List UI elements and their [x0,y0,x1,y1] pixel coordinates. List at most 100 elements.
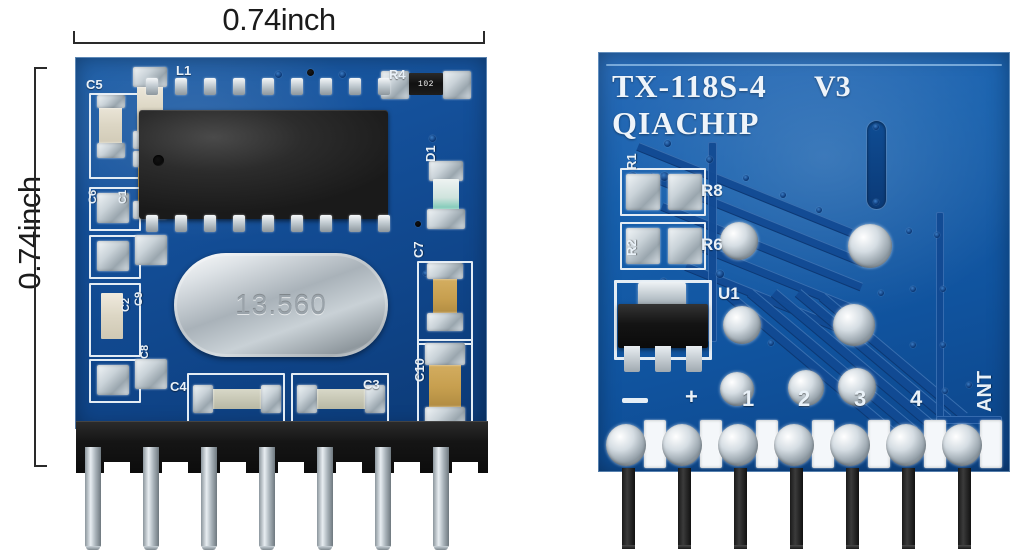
via-back-11 [910,286,916,292]
front-pin-1[interactable] [85,447,101,550]
via-back-4 [780,192,786,198]
solder-blob-6 [788,370,824,406]
ic-leg-top-3 [204,78,216,95]
pad-r1 [626,174,660,210]
encoder-ic [139,110,388,219]
back-pin-2[interactable] [678,468,691,549]
back-pin-5[interactable] [846,468,859,549]
bottom-pad-rect-3 [756,420,778,468]
slot-via-bottom [873,199,879,205]
front-pin-2[interactable] [143,447,159,550]
pad-left-2 [97,241,129,271]
bottom-pad-rect-2 [700,420,722,468]
width-dimension-label: 0.74inch [222,2,336,37]
height-dimension-bracket [34,67,47,467]
ic-leg-bot-4 [233,215,245,232]
ic-leg-bot-9 [378,215,390,232]
bottom-solder-4 [774,424,814,466]
header-notch-5 [336,462,362,474]
front-pin-4[interactable] [259,447,275,550]
via-front-7 [423,271,428,276]
u1-leg-2 [655,346,671,372]
ic-leg-bot-6 [291,215,303,232]
via-back-5 [816,207,822,213]
crystal-oscillator: 13.560 [174,253,388,357]
pad-r8 [668,174,702,210]
width-dimension-bracket [73,31,485,44]
header-notch-1 [104,462,130,474]
pad-c10-top [425,343,465,365]
via-back-9 [906,228,912,234]
ic-leg-top-2 [175,78,187,95]
ic-leg-top-1 [146,78,158,95]
via-back-15 [878,290,884,296]
back-pin-6[interactable] [902,468,915,549]
pad-c5-bottom [97,143,125,158]
via-front-6 [415,221,421,227]
crystal-marking: 13.560 [235,289,327,320]
back-pin-1[interactable] [622,468,635,549]
ic-leg-bot-3 [204,215,216,232]
via-back-3 [743,175,749,181]
solder-blob-2 [848,224,892,268]
bottom-pad-rect-4 [812,420,834,468]
ic-leg-top-4 [233,78,245,95]
header-notch-2 [162,462,188,474]
solder-blob-3 [723,306,761,344]
bottom-solder-7 [942,424,982,466]
ic-leg-bot-1 [146,215,158,232]
pad-c7-bottom [427,313,463,331]
capacitor-c4 [208,389,266,409]
via-back-18 [768,340,774,346]
bottom-solder-6 [886,424,926,466]
bottom-pad-rect-7 [980,420,1002,468]
pad-d1-top [429,161,463,181]
via-front-3 [339,71,346,78]
via-back-12 [940,286,946,292]
led-d1 [433,179,459,213]
front-pin-5[interactable] [317,447,333,550]
pad-left-mid-b [135,359,167,389]
silk-frame-left-3 [89,283,141,357]
via-front-1 [275,71,282,78]
back-pin-3[interactable] [734,468,747,549]
capacitor-c5 [99,101,122,149]
front-pin-6[interactable] [375,447,391,550]
front-pin-3[interactable] [201,447,217,550]
ic-pin1-dot [153,155,164,166]
solder-blob-1 [720,222,758,260]
via-back-1 [664,140,671,147]
capacitor-c9 [101,293,123,339]
pad-c4-left [193,385,213,413]
via-back-10 [934,232,940,238]
via-back-7 [660,172,669,181]
via-front-2 [307,69,314,76]
via-back-20 [966,382,972,388]
back-view-board: TX-118S-4 V3 QIACHIP [598,52,1010,472]
bottom-solder-5 [830,424,870,466]
pad-d1-bottom [427,209,465,229]
header-notch-4 [278,462,304,474]
back-pin-4[interactable] [790,468,803,549]
pad-c4-right [261,385,281,413]
u1-leg-1 [624,346,640,372]
ic-leg-top-7 [320,78,332,95]
u1-leg-3 [686,346,702,372]
mounting-slot [866,120,887,210]
bottom-solder-2 [662,424,702,466]
ic-leg-top-9 [378,78,390,95]
ic-leg-top-6 [291,78,303,95]
pad-r6 [668,228,702,264]
ic-leg-bot-5 [262,215,274,232]
via-front-4 [429,135,436,142]
via-back-19 [942,388,948,394]
back-pin-7[interactable] [958,468,971,549]
pad-r2 [626,228,660,264]
front-pin-7[interactable] [433,447,449,550]
front-view-board: 102 [75,57,487,429]
back-pcb-edge [598,52,1010,472]
ic-leg-bot-7 [320,215,332,232]
header-notch-3 [220,462,246,474]
solder-blob-5 [720,372,754,406]
